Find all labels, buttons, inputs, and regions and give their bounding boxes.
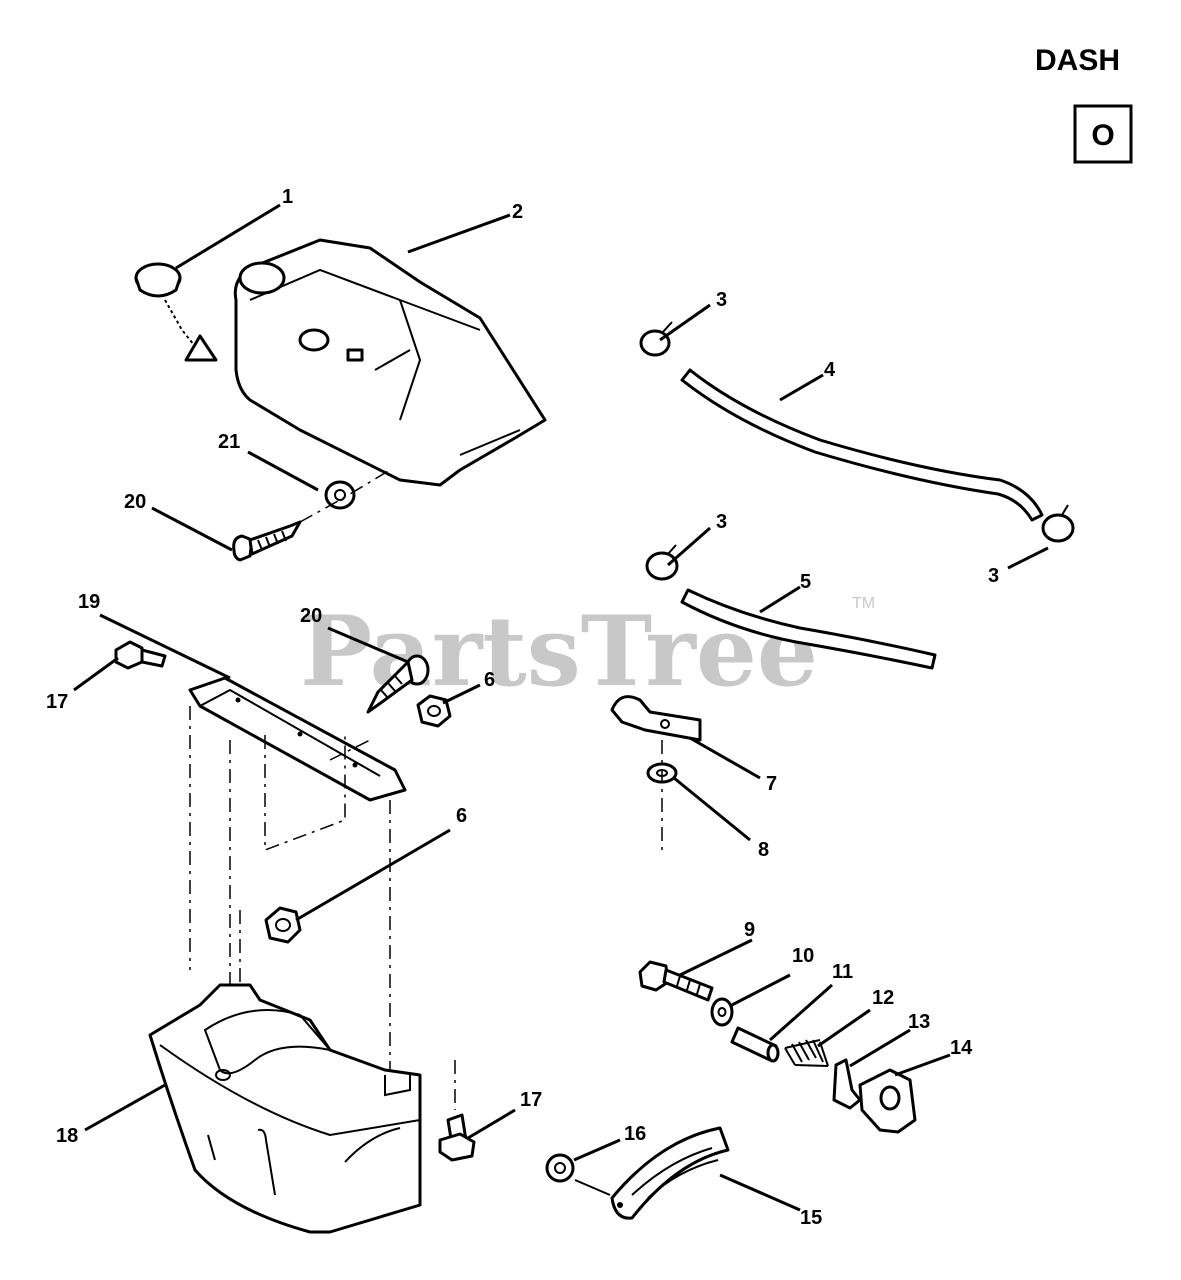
section-title: DASH bbox=[1035, 44, 1120, 77]
section-badge: O bbox=[1073, 104, 1133, 164]
callout-19: 19 bbox=[78, 591, 100, 613]
screw-upper bbox=[232, 520, 302, 562]
callout-3-middle: 3 bbox=[716, 511, 727, 533]
callout-6-upper: 6 bbox=[484, 669, 495, 691]
fuel-hose-short bbox=[680, 588, 937, 670]
washer bbox=[710, 997, 734, 1027]
spacer-tube bbox=[730, 1026, 780, 1063]
fuel-cap bbox=[134, 262, 218, 362]
shoulder-nut bbox=[545, 1153, 575, 1183]
callout-16: 16 bbox=[624, 1123, 646, 1145]
callout-10: 10 bbox=[792, 945, 814, 967]
dash-tank bbox=[233, 238, 547, 487]
callout-20-upper: 20 bbox=[124, 491, 146, 513]
throttle-quadrant bbox=[610, 1126, 730, 1220]
bolt-lower bbox=[438, 1113, 476, 1162]
callout-15: 15 bbox=[800, 1207, 822, 1229]
hex-bolt bbox=[638, 960, 714, 1002]
washer-upper bbox=[324, 480, 356, 510]
callout-11: 11 bbox=[832, 961, 853, 983]
hose-clamp-1 bbox=[639, 321, 673, 357]
callout-3-right: 3 bbox=[988, 565, 999, 587]
lower-dash-panel bbox=[148, 983, 422, 1234]
callout-1: 1 bbox=[282, 186, 293, 208]
callout-5: 5 bbox=[800, 571, 811, 593]
callout-14: 14 bbox=[950, 1037, 973, 1059]
callout-3-upper: 3 bbox=[716, 289, 727, 311]
compression-spring bbox=[784, 1039, 829, 1067]
callout-21: 21 bbox=[218, 431, 240, 453]
callout-2: 2 bbox=[512, 201, 523, 223]
hex-nut-upper bbox=[416, 694, 452, 728]
callout-17-upper: 17 bbox=[46, 691, 68, 713]
callout-12: 12 bbox=[872, 987, 894, 1009]
callout-8: 8 bbox=[758, 839, 769, 861]
section-badge-letter: O bbox=[1091, 119, 1114, 152]
screw-lower bbox=[366, 654, 430, 714]
callout-4: 4 bbox=[824, 359, 836, 381]
callout-9: 9 bbox=[744, 919, 755, 941]
callout-6-lower: 6 bbox=[456, 805, 467, 827]
hose-clip bbox=[610, 695, 702, 742]
fuel-hose-long bbox=[680, 368, 1044, 522]
hose-clamp-2 bbox=[1041, 504, 1075, 543]
spring-clip bbox=[832, 1058, 862, 1110]
callout-13: 13 bbox=[908, 1011, 930, 1033]
callout-20-lower: 20 bbox=[300, 605, 322, 627]
hose-clamp-3 bbox=[645, 544, 679, 581]
bolt-upper bbox=[114, 640, 167, 670]
bearing-block bbox=[858, 1068, 917, 1134]
callout-7: 7 bbox=[766, 773, 777, 795]
callout-18: 18 bbox=[56, 1125, 78, 1147]
leader-lines bbox=[73, 203, 1049, 1212]
hex-nut-lower bbox=[264, 906, 302, 944]
support-bracket bbox=[188, 676, 407, 802]
watermark-trademark: TM bbox=[852, 595, 875, 612]
callout-17-lower: 17 bbox=[520, 1089, 542, 1111]
